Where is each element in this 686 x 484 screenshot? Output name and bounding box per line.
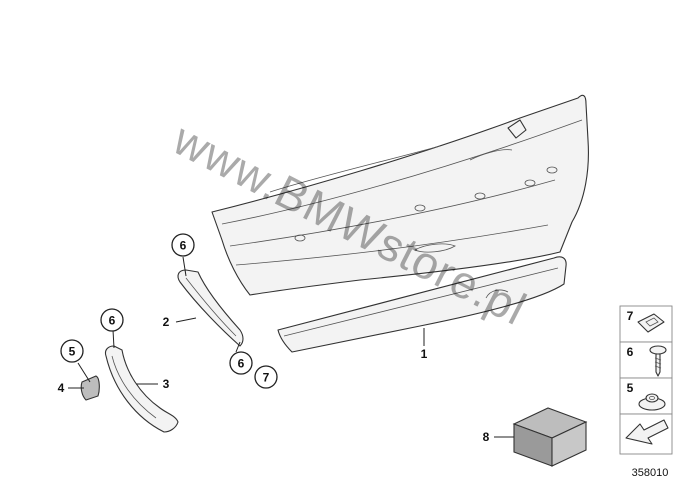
callout-2-label: 2	[163, 315, 170, 329]
callout-8: 8	[483, 430, 490, 444]
side-bracket	[177, 269, 244, 347]
screw-icon	[649, 345, 667, 377]
callout-8-label: 8	[483, 430, 490, 444]
legend-7-label: 7	[627, 309, 634, 323]
callout-4-label: 4	[58, 381, 65, 395]
drawing-number: 358010	[632, 467, 669, 479]
packaging-box	[512, 407, 588, 467]
arrow-icon	[625, 419, 669, 445]
callout-6-top-label: 6	[180, 239, 187, 253]
legend-5-label: 5	[627, 381, 634, 395]
callout-4: 4	[58, 381, 65, 395]
callout-6-mid: 6	[229, 351, 253, 375]
callout-3-label: 3	[163, 377, 170, 391]
grommet-icon	[638, 393, 666, 411]
callout-1-label: 1	[421, 347, 428, 361]
callout-5-label: 5	[69, 345, 76, 359]
callout-6-left-label: 6	[109, 314, 116, 328]
bumper-trim-strip	[277, 256, 567, 353]
callout-5: 5	[60, 339, 84, 363]
legend-6-label: 6	[627, 345, 634, 359]
callout-7: 7	[254, 365, 278, 389]
legend-panel: 7 6 5	[619, 305, 673, 455]
bumper-assembly	[211, 94, 589, 296]
callout-6-left: 6	[100, 308, 124, 332]
callout-2: 2	[163, 315, 170, 329]
callout-7-label: 7	[263, 371, 270, 385]
callout-3: 3	[163, 377, 170, 391]
leader-lines	[68, 256, 514, 438]
callout-6-mid-label: 6	[238, 357, 245, 371]
clip-nut-icon	[637, 313, 665, 333]
callout-6-top: 6	[171, 233, 195, 257]
callout-1: 1	[421, 347, 428, 361]
